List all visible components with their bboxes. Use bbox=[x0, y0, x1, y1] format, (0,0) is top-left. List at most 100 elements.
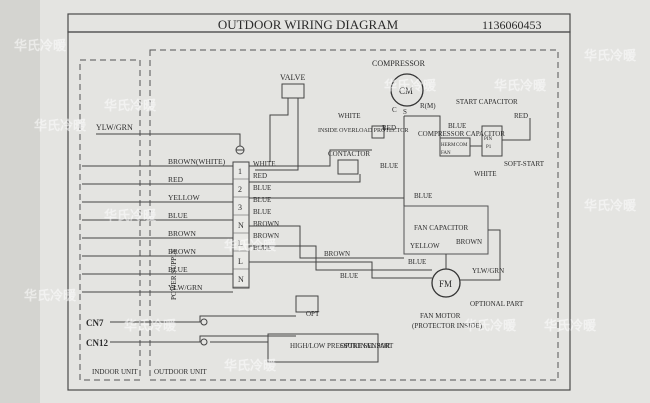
white-top-label: WHITE bbox=[338, 112, 361, 120]
pressure-sensor-label: HIGH/LOW PRESSURE SENSOR bbox=[290, 342, 391, 350]
watermark-text: 华氏冷暖 bbox=[464, 318, 517, 334]
terminal-label: N bbox=[238, 275, 244, 284]
bus-wire bbox=[249, 261, 432, 279]
right-wire-label: BLUE bbox=[253, 244, 271, 252]
fan-label: FAN bbox=[441, 151, 451, 156]
right-wire-label: RED bbox=[253, 172, 267, 180]
watermark-text: 华氏冷暖 bbox=[224, 358, 277, 374]
left-wire-label: BLUE bbox=[168, 265, 188, 274]
compressor-icon bbox=[390, 73, 424, 107]
soft-start-icon bbox=[481, 125, 503, 157]
ground-wire-label: YLW/GRN bbox=[96, 123, 133, 132]
com-label: COM bbox=[456, 143, 468, 148]
herm-label: HERM bbox=[441, 143, 456, 148]
watermark-text: 华氏冷暖 bbox=[34, 118, 87, 134]
compressor-symbol: CM bbox=[399, 86, 413, 96]
left-wire-label: BLUE bbox=[168, 211, 188, 220]
right-wire-label: BLUE bbox=[253, 208, 271, 216]
blue-mid-label: BLUE bbox=[414, 192, 432, 200]
connector-wire bbox=[110, 315, 296, 323]
terminal-label: 1 bbox=[238, 167, 242, 176]
contactor-label: CONTACTOR bbox=[328, 150, 370, 158]
compressor-label: COMPRESSOR bbox=[372, 59, 426, 68]
blue-lower-label: BLUE bbox=[340, 272, 358, 280]
fan-motor-symbol: FM bbox=[439, 279, 452, 289]
optional-part-fan-label: OPTIONAL PART bbox=[470, 300, 524, 308]
paper-shadow bbox=[0, 0, 40, 403]
watermark-text: 华氏冷暖 bbox=[104, 208, 157, 224]
bus-wire bbox=[249, 225, 404, 259]
connector-icon bbox=[200, 338, 208, 346]
compressor-capacitor-icon bbox=[439, 137, 471, 157]
left-wire-label: RED bbox=[168, 175, 184, 184]
red-top-label: RED bbox=[382, 124, 396, 132]
watermark-text: 华氏冷暖 bbox=[584, 198, 637, 214]
bus-wire bbox=[249, 174, 361, 183]
brown-mid-label: BROWN bbox=[324, 250, 350, 258]
fan-motor-label: FAN MOTOR bbox=[420, 312, 461, 320]
watermark-text: 华氏冷暖 bbox=[14, 38, 67, 54]
start-capacitor-label: START CAPACITOR bbox=[456, 98, 518, 106]
watermark-text: 华氏冷暖 bbox=[124, 318, 177, 334]
terminal-strip bbox=[232, 161, 250, 289]
connector-wire bbox=[110, 335, 296, 343]
left-wire-label: YLW/GRN bbox=[168, 283, 203, 292]
blue-cap-label: BLUE bbox=[448, 122, 466, 130]
sensor-wire bbox=[210, 341, 269, 348]
right-wire-label: BLUE bbox=[253, 196, 271, 204]
connector-cn12: CN12 bbox=[86, 338, 108, 348]
valve-icon bbox=[281, 83, 305, 99]
ground-wire bbox=[96, 133, 241, 146]
fan-motor-sublabel: (PROTECTOR INSIDE) bbox=[412, 322, 483, 330]
brown-fan-label: BROWN bbox=[456, 238, 482, 246]
left-wire-label: BROWN(WHITE) bbox=[168, 157, 226, 166]
watermark-text: 华氏冷暖 bbox=[24, 288, 77, 304]
watermark-text: 华氏冷暖 bbox=[494, 78, 547, 94]
left-wire-label: YELLOW bbox=[168, 193, 201, 202]
pin-label: PIN bbox=[484, 137, 492, 142]
compressor-pin-c: C bbox=[392, 106, 397, 114]
opt-label: OPT bbox=[306, 310, 320, 318]
fan-capacitor-label: FAN CAPACITOR bbox=[414, 224, 468, 232]
left-wire-label: BROWN bbox=[168, 229, 197, 238]
red-cap-label: RED bbox=[514, 112, 528, 120]
overload-icon bbox=[371, 125, 385, 139]
blue-fan-label: BLUE bbox=[408, 258, 426, 266]
valve-wire-a bbox=[269, 98, 289, 162]
blue-top-label: BLUE bbox=[380, 162, 398, 170]
outdoor-unit-boundary bbox=[149, 49, 559, 381]
terminal-label: 2 bbox=[238, 185, 242, 194]
bus-wire bbox=[249, 149, 372, 167]
p1-label: P1 bbox=[486, 145, 492, 150]
terminal-label: 3 bbox=[238, 203, 242, 212]
watermark-text: 华氏冷暖 bbox=[584, 48, 637, 64]
diagram-title: OUTDOOR WIRING DIAGRAM bbox=[218, 17, 399, 32]
bus-wire bbox=[404, 115, 441, 138]
terminal-label: L bbox=[238, 257, 243, 266]
watermark-text: 华氏冷暖 bbox=[224, 238, 277, 254]
outer-frame bbox=[67, 31, 571, 391]
terminal-label: N bbox=[238, 221, 244, 230]
white-mid-label: WHITE bbox=[474, 170, 497, 178]
bus-wire bbox=[502, 118, 531, 141]
compressor-pin-r: R(M) bbox=[420, 102, 436, 110]
ylw-grn-fan-label: YLW/GRN bbox=[472, 267, 504, 275]
left-wire-label: BROWN bbox=[168, 247, 197, 256]
bus-wire bbox=[460, 229, 501, 281]
document-number: 1136060453 bbox=[482, 18, 542, 32]
watermark-text: 华氏冷暖 bbox=[104, 98, 157, 114]
contactor-icon bbox=[337, 159, 359, 175]
valve-wire-b bbox=[255, 98, 299, 171]
compressor-pin-s: S bbox=[403, 108, 407, 116]
connector-icon bbox=[200, 318, 208, 326]
right-wire-label: BROWN bbox=[253, 220, 279, 228]
connector-cn7: CN7 bbox=[86, 318, 104, 328]
compressor-capacitor-label: COMPRESSOR CAPACITOR bbox=[418, 130, 505, 138]
outdoor-unit-label: OUTDOOR UNIT bbox=[154, 368, 207, 376]
bus-wire bbox=[249, 245, 432, 271]
right-wire-label: BROWN bbox=[253, 232, 279, 240]
soft-start-label: SOFT-START bbox=[504, 160, 545, 168]
